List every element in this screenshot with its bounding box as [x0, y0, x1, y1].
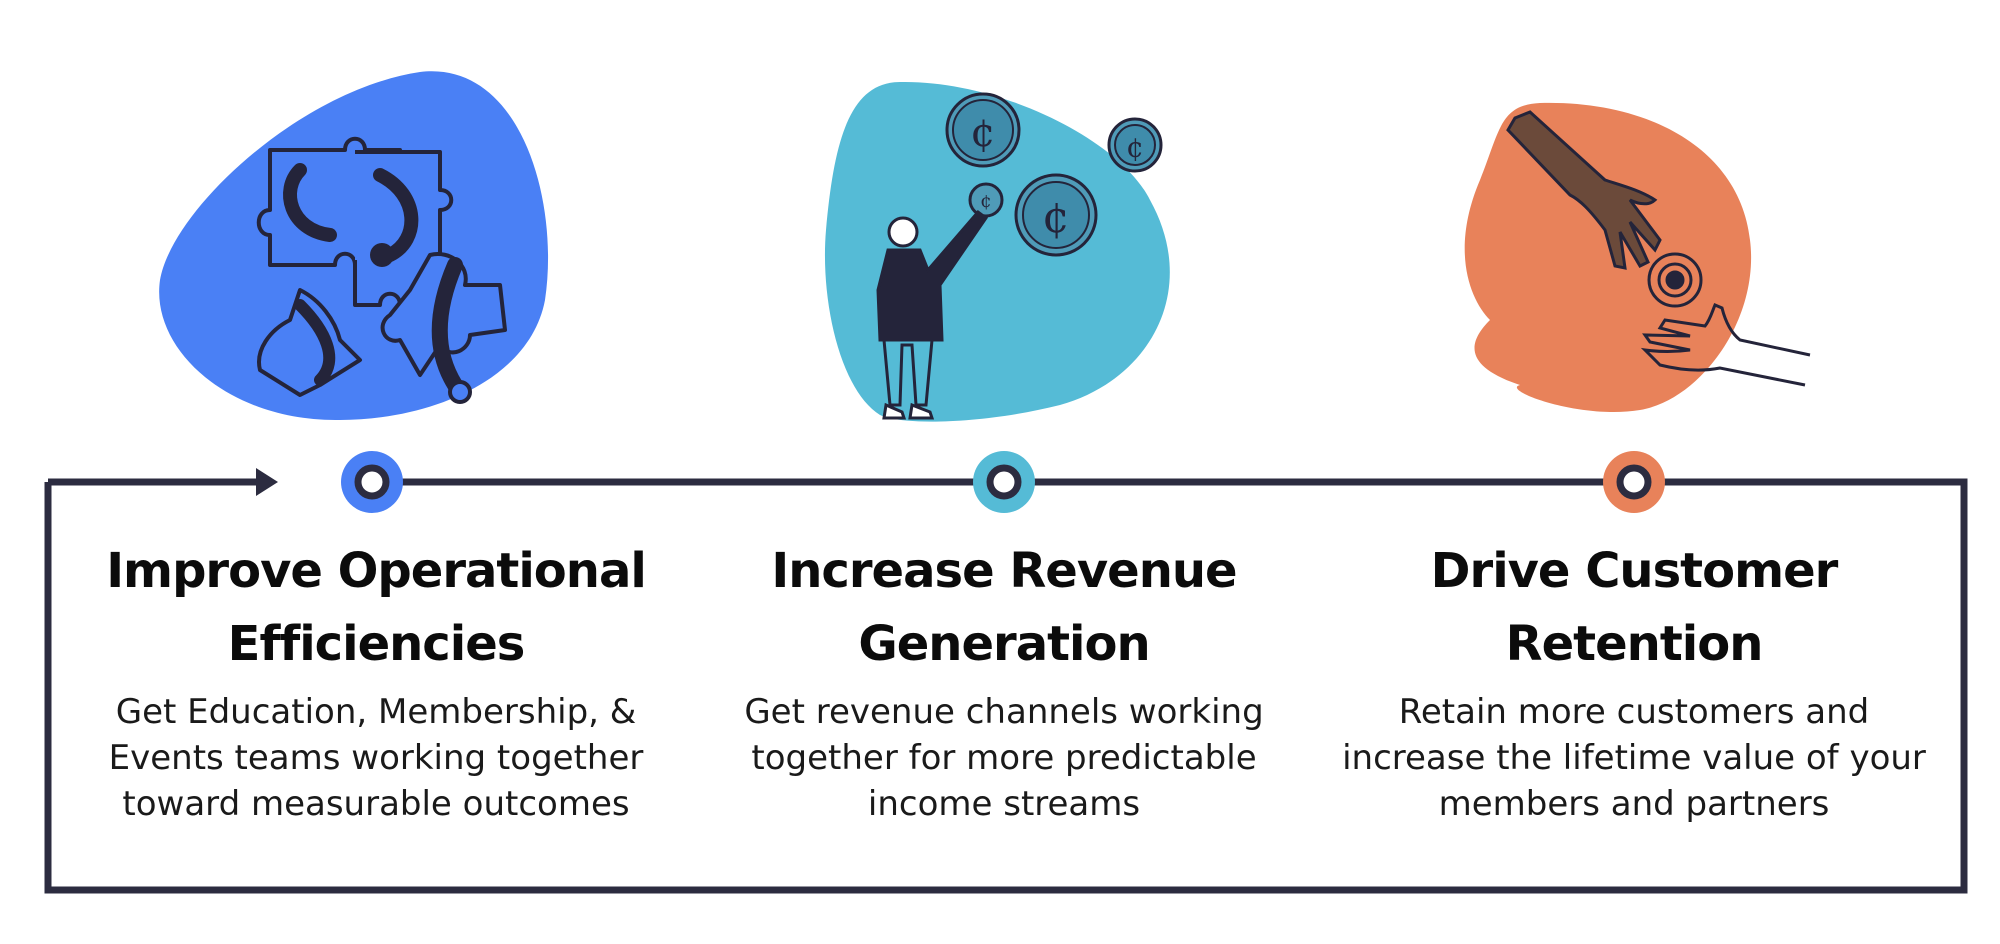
step-1-node	[341, 451, 403, 513]
step-1-illustration	[159, 71, 549, 421]
step-3-description: Retain more customers and increase the l…	[1324, 689, 1944, 827]
step-2-illustration: ¢ ¢ ¢ ¢	[824, 81, 1170, 422]
step-2-title-line-1: Increase Revenue	[771, 543, 1237, 599]
step-3-desc-line-2: increase the lifetime value of your	[1342, 738, 1926, 778]
step-1-column: Improve Operational Efficiencies Get Edu…	[66, 535, 686, 827]
step-2-description: Get revenue channels working together fo…	[694, 689, 1314, 827]
step-3-desc-line-3: members and partners	[1438, 784, 1830, 824]
step-2-title-line-2: Generation	[858, 616, 1150, 672]
step-2-title: Increase Revenue Generation	[694, 535, 1314, 681]
step-3-desc-line-1: Retain more customers and	[1398, 692, 1870, 732]
step-1-desc-line-2: Events teams working together	[108, 738, 644, 778]
step-3-title-line-2: Retention	[1505, 616, 1764, 672]
step-1-title: Improve Operational Efficiencies	[66, 535, 686, 681]
reaching-hands-icon	[1506, 110, 1811, 387]
step-2-column: Increase Revenue Generation Get revenue …	[694, 535, 1314, 827]
svg-text:¢: ¢	[1126, 131, 1144, 164]
person-with-coins-icon: ¢ ¢ ¢ ¢	[876, 92, 1163, 420]
step-3-title-line-1: Drive Customer	[1430, 543, 1839, 599]
step-2-desc-line-2: together for more predictable	[751, 738, 1257, 778]
step-3-column: Drive Customer Retention Retain more cus…	[1324, 535, 1944, 827]
timeline-frame	[44, 478, 1968, 894]
orange-blob	[1464, 102, 1752, 413]
svg-text:¢: ¢	[980, 191, 991, 212]
step-3-node	[1603, 451, 1665, 513]
svg-text:¢: ¢	[1042, 192, 1070, 243]
step-2-node	[973, 451, 1035, 513]
step-2-desc-line-3: income streams	[867, 784, 1141, 824]
step-2-desc-line-1: Get revenue channels working	[744, 692, 1264, 732]
step-3-title: Drive Customer Retention	[1324, 535, 1944, 681]
step-1-desc-line-3: toward measurable outcomes	[122, 784, 630, 824]
step-1-description: Get Education, Membership, & Events team…	[66, 689, 686, 827]
step-1-title-line-1: Improve Operational	[106, 543, 647, 599]
arrow-right-icon	[256, 468, 278, 496]
svg-text:¢: ¢	[970, 110, 995, 156]
puzzle-pieces-icon	[256, 136, 507, 404]
step-1-desc-line-1: Get Education, Membership, &	[115, 692, 637, 732]
step-3-illustration	[1464, 102, 1811, 413]
step-1-title-line-2: Efficiencies	[227, 616, 526, 672]
